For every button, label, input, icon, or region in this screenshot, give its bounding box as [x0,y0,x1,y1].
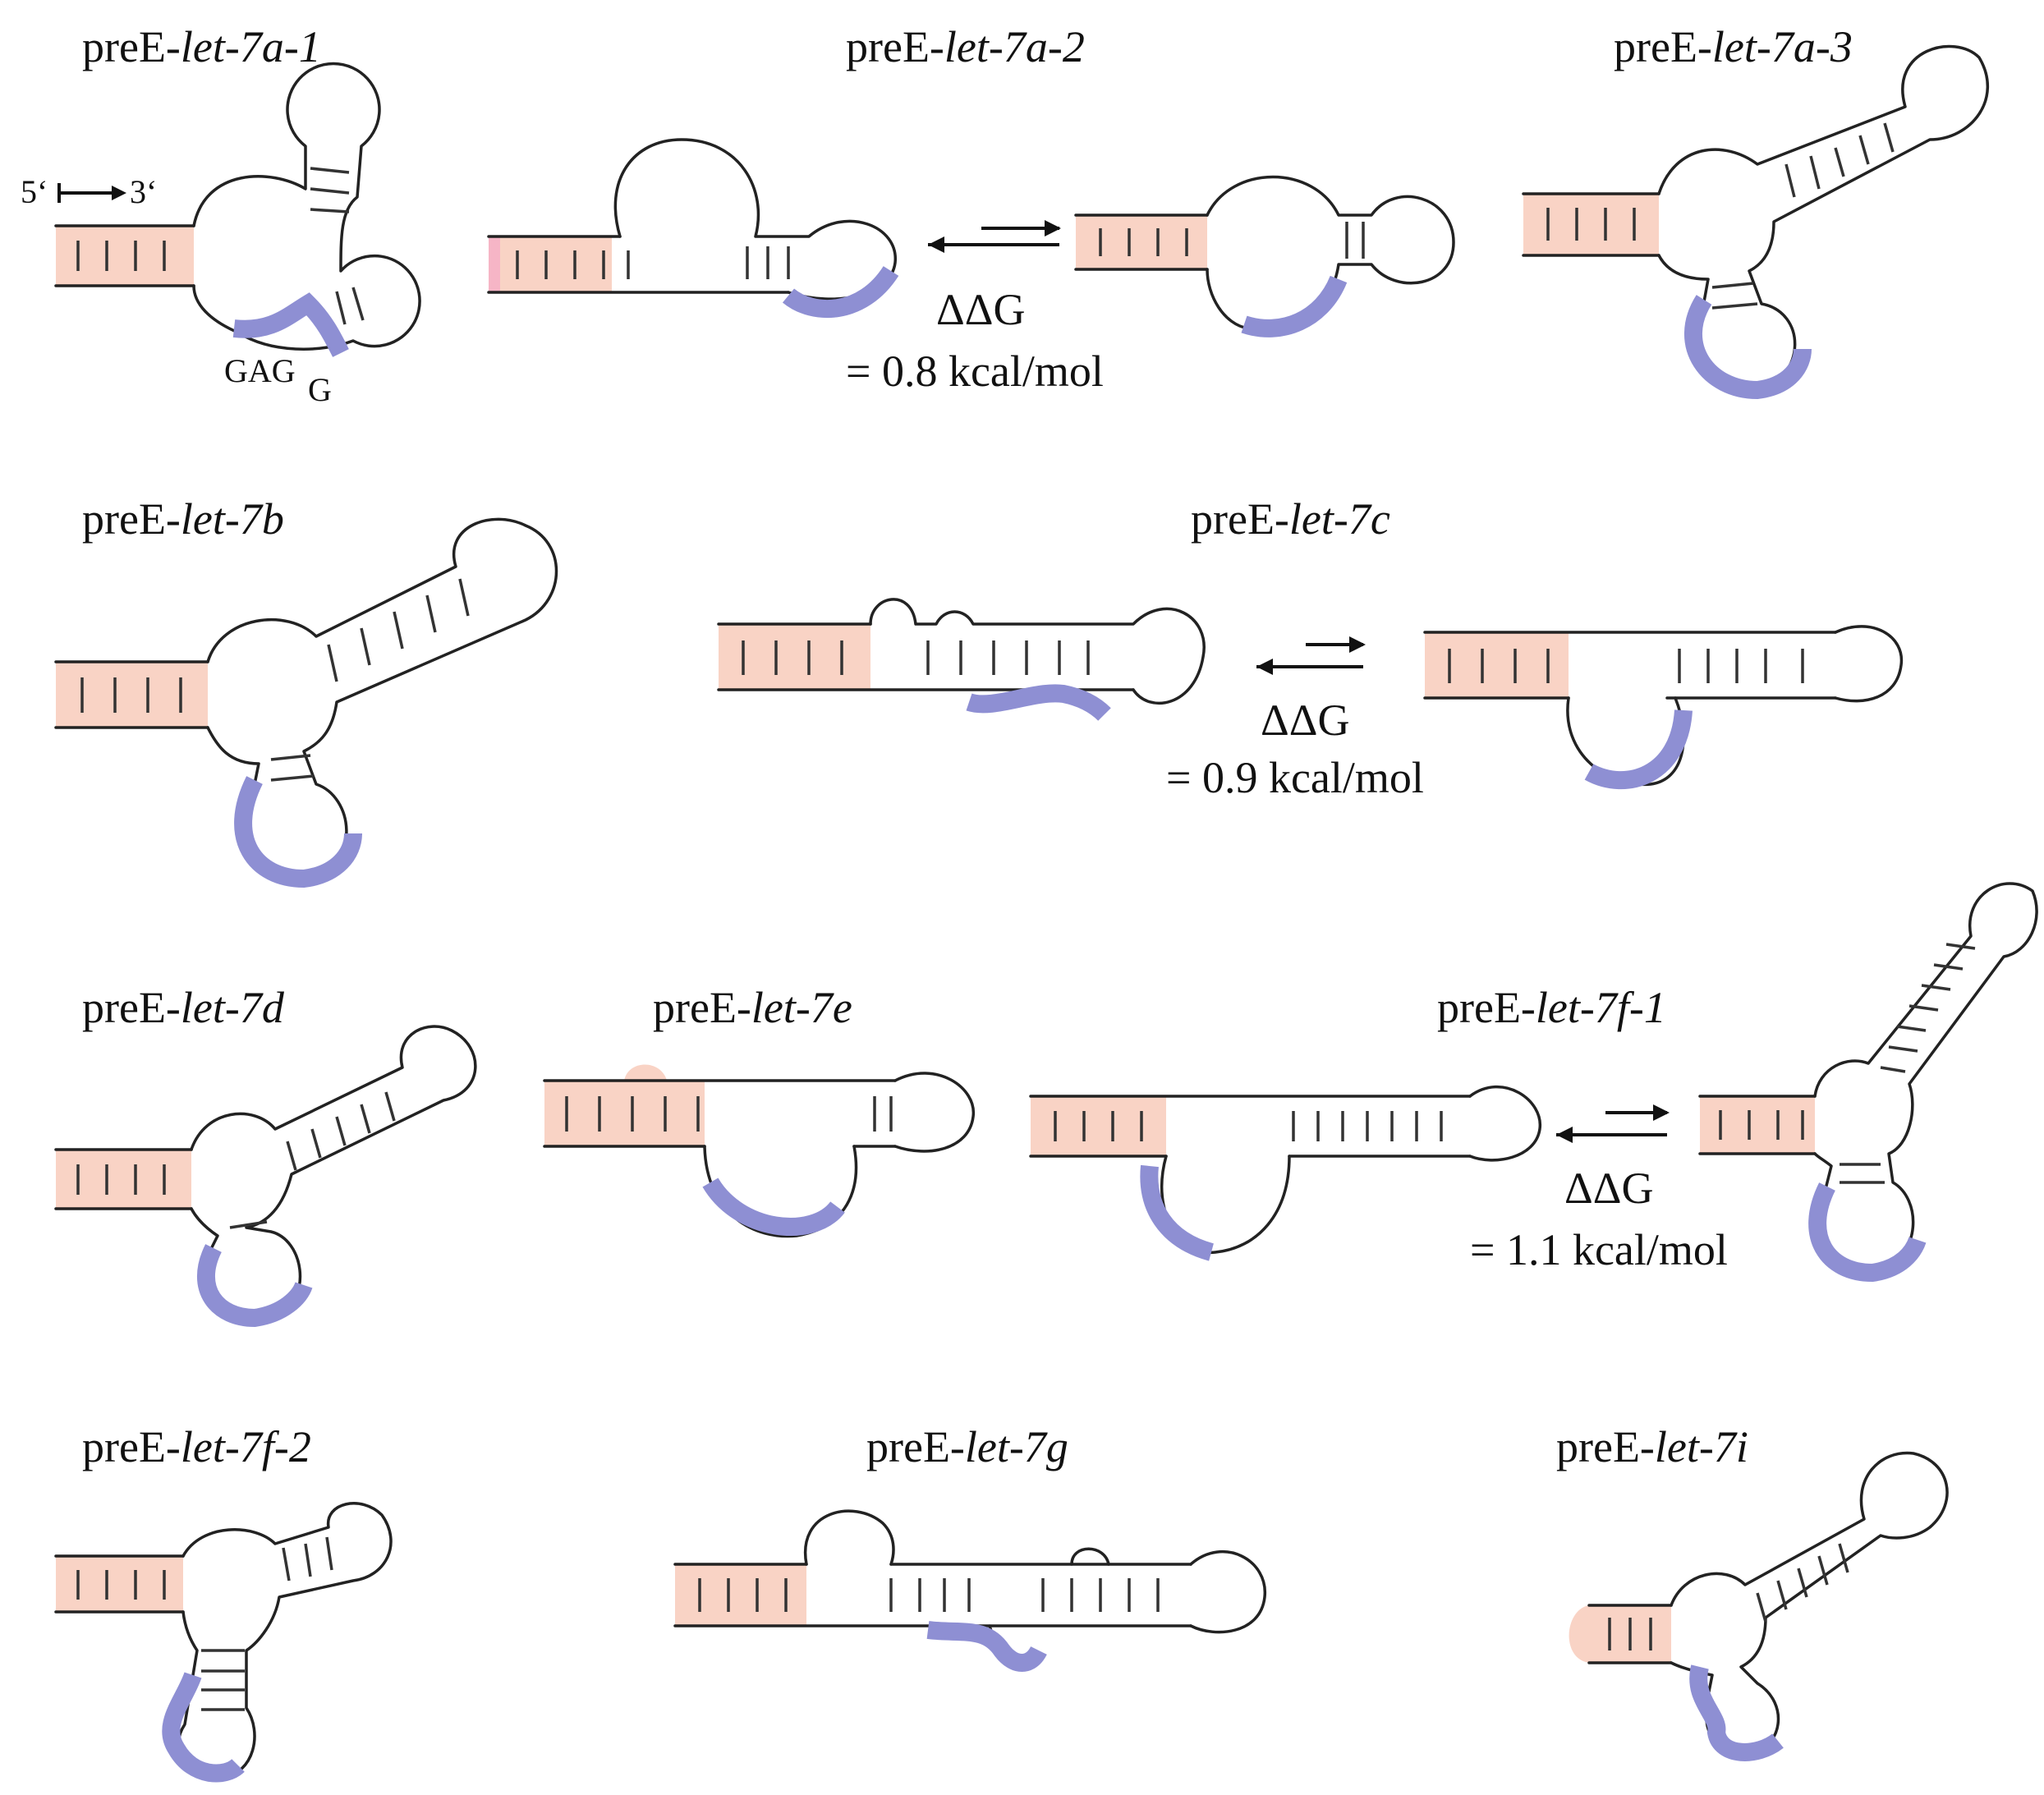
gag-sub-label: G [308,371,332,408]
ddg-label: ΔΔG [1564,1164,1653,1213]
structure-let-7f-1-state1 [1029,1086,1541,1261]
title-let-7e: preE-let-7e [653,983,852,1032]
stem-highlight [489,236,612,292]
title-let-7f-2: preE-let-7f-2 [82,1422,311,1471]
title-let-7a-2: preE-let-7a-2 [846,22,1085,71]
structure-let-7a-2-state1 [487,138,899,319]
stem-highlight [1700,1096,1815,1154]
gag-motif [232,292,349,357]
gag-motif [702,1177,845,1236]
stem-bulge [624,1064,667,1081]
structure-let-7f-2 [54,1502,393,1783]
title-let-7i: preE-let-7i [1556,1422,1748,1471]
title-let-7g: preE-let-7g [866,1422,1068,1471]
gag-motif [234,776,362,888]
gag-motif [1140,1164,1215,1261]
structure-let-7i [1569,1451,1949,1761]
gag-motif [926,1621,1047,1672]
equilibrium-let-7f-1: ΔΔG = 1.1 kcal/mol [1470,1104,1728,1274]
stem-highlight [56,662,208,728]
stem-highlight [719,624,870,690]
gag-motif [1689,1664,1784,1761]
gag-motif [162,1672,245,1783]
gag-motif [1241,275,1348,337]
ddg-value: = 0.9 kcal/mol [1166,753,1424,802]
ddg-label: ΔΔG [936,285,1025,334]
stem-highlight [1031,1096,1166,1156]
gag-motif [782,265,899,319]
title-let-7a-1: preE-let-7a-1 [82,22,321,71]
structure-let-7c-state1 [717,598,1206,722]
title-let-7b: preE-let-7b [82,494,284,544]
structure-let-7g [673,1509,1266,1672]
gag-label: GAG [224,352,296,389]
structure-let-7c-state2 [1423,625,1904,790]
title-let-7d: preE-let-7d [82,983,285,1032]
structure-let-7d [54,1025,477,1328]
title-let-7f-1: preE-let-7f-1 [1437,983,1666,1032]
equilibrium-let-7c: ΔΔG = 0.9 kcal/mol [1166,636,1424,802]
ddg-label: ΔΔG [1261,696,1349,745]
structure-let-7f-1-state2 [1698,882,2038,1283]
gag-motif [196,1244,313,1328]
five-prime-label: 5‘ [21,173,48,210]
ddg-value: = 0.8 kcal/mol [846,347,1104,396]
stem-highlight-end [489,236,500,292]
stem-cap [1569,1605,1589,1663]
title-let-7c: preE-let-7c [1191,494,1390,544]
three-prime-label: 3‘ [130,173,157,210]
structure-let-7b [54,517,558,888]
stem-highlight [1523,194,1659,255]
stem-highlight [56,1150,191,1209]
gag-motif [966,684,1111,722]
stem-highlight [544,1081,705,1146]
structure-let-7e [543,1064,975,1238]
gag-motif [1808,1182,1927,1283]
gag-motif [1584,709,1693,790]
structure-let-7a-3 [1522,44,1989,400]
title-let-7a-3: preE-let-7a-3 [1614,22,1853,71]
equilibrium-let-7a-2: ΔΔG = 0.8 kcal/mol [846,220,1104,396]
gag-motif [1684,295,1812,400]
ddg-value: = 1.1 kcal/mol [1470,1225,1728,1274]
structure-let-7a-1: 5‘ 3‘ GAG G [21,62,421,408]
structure-let-7a-2-state2 [1074,175,1455,337]
stem-highlight [56,226,194,286]
